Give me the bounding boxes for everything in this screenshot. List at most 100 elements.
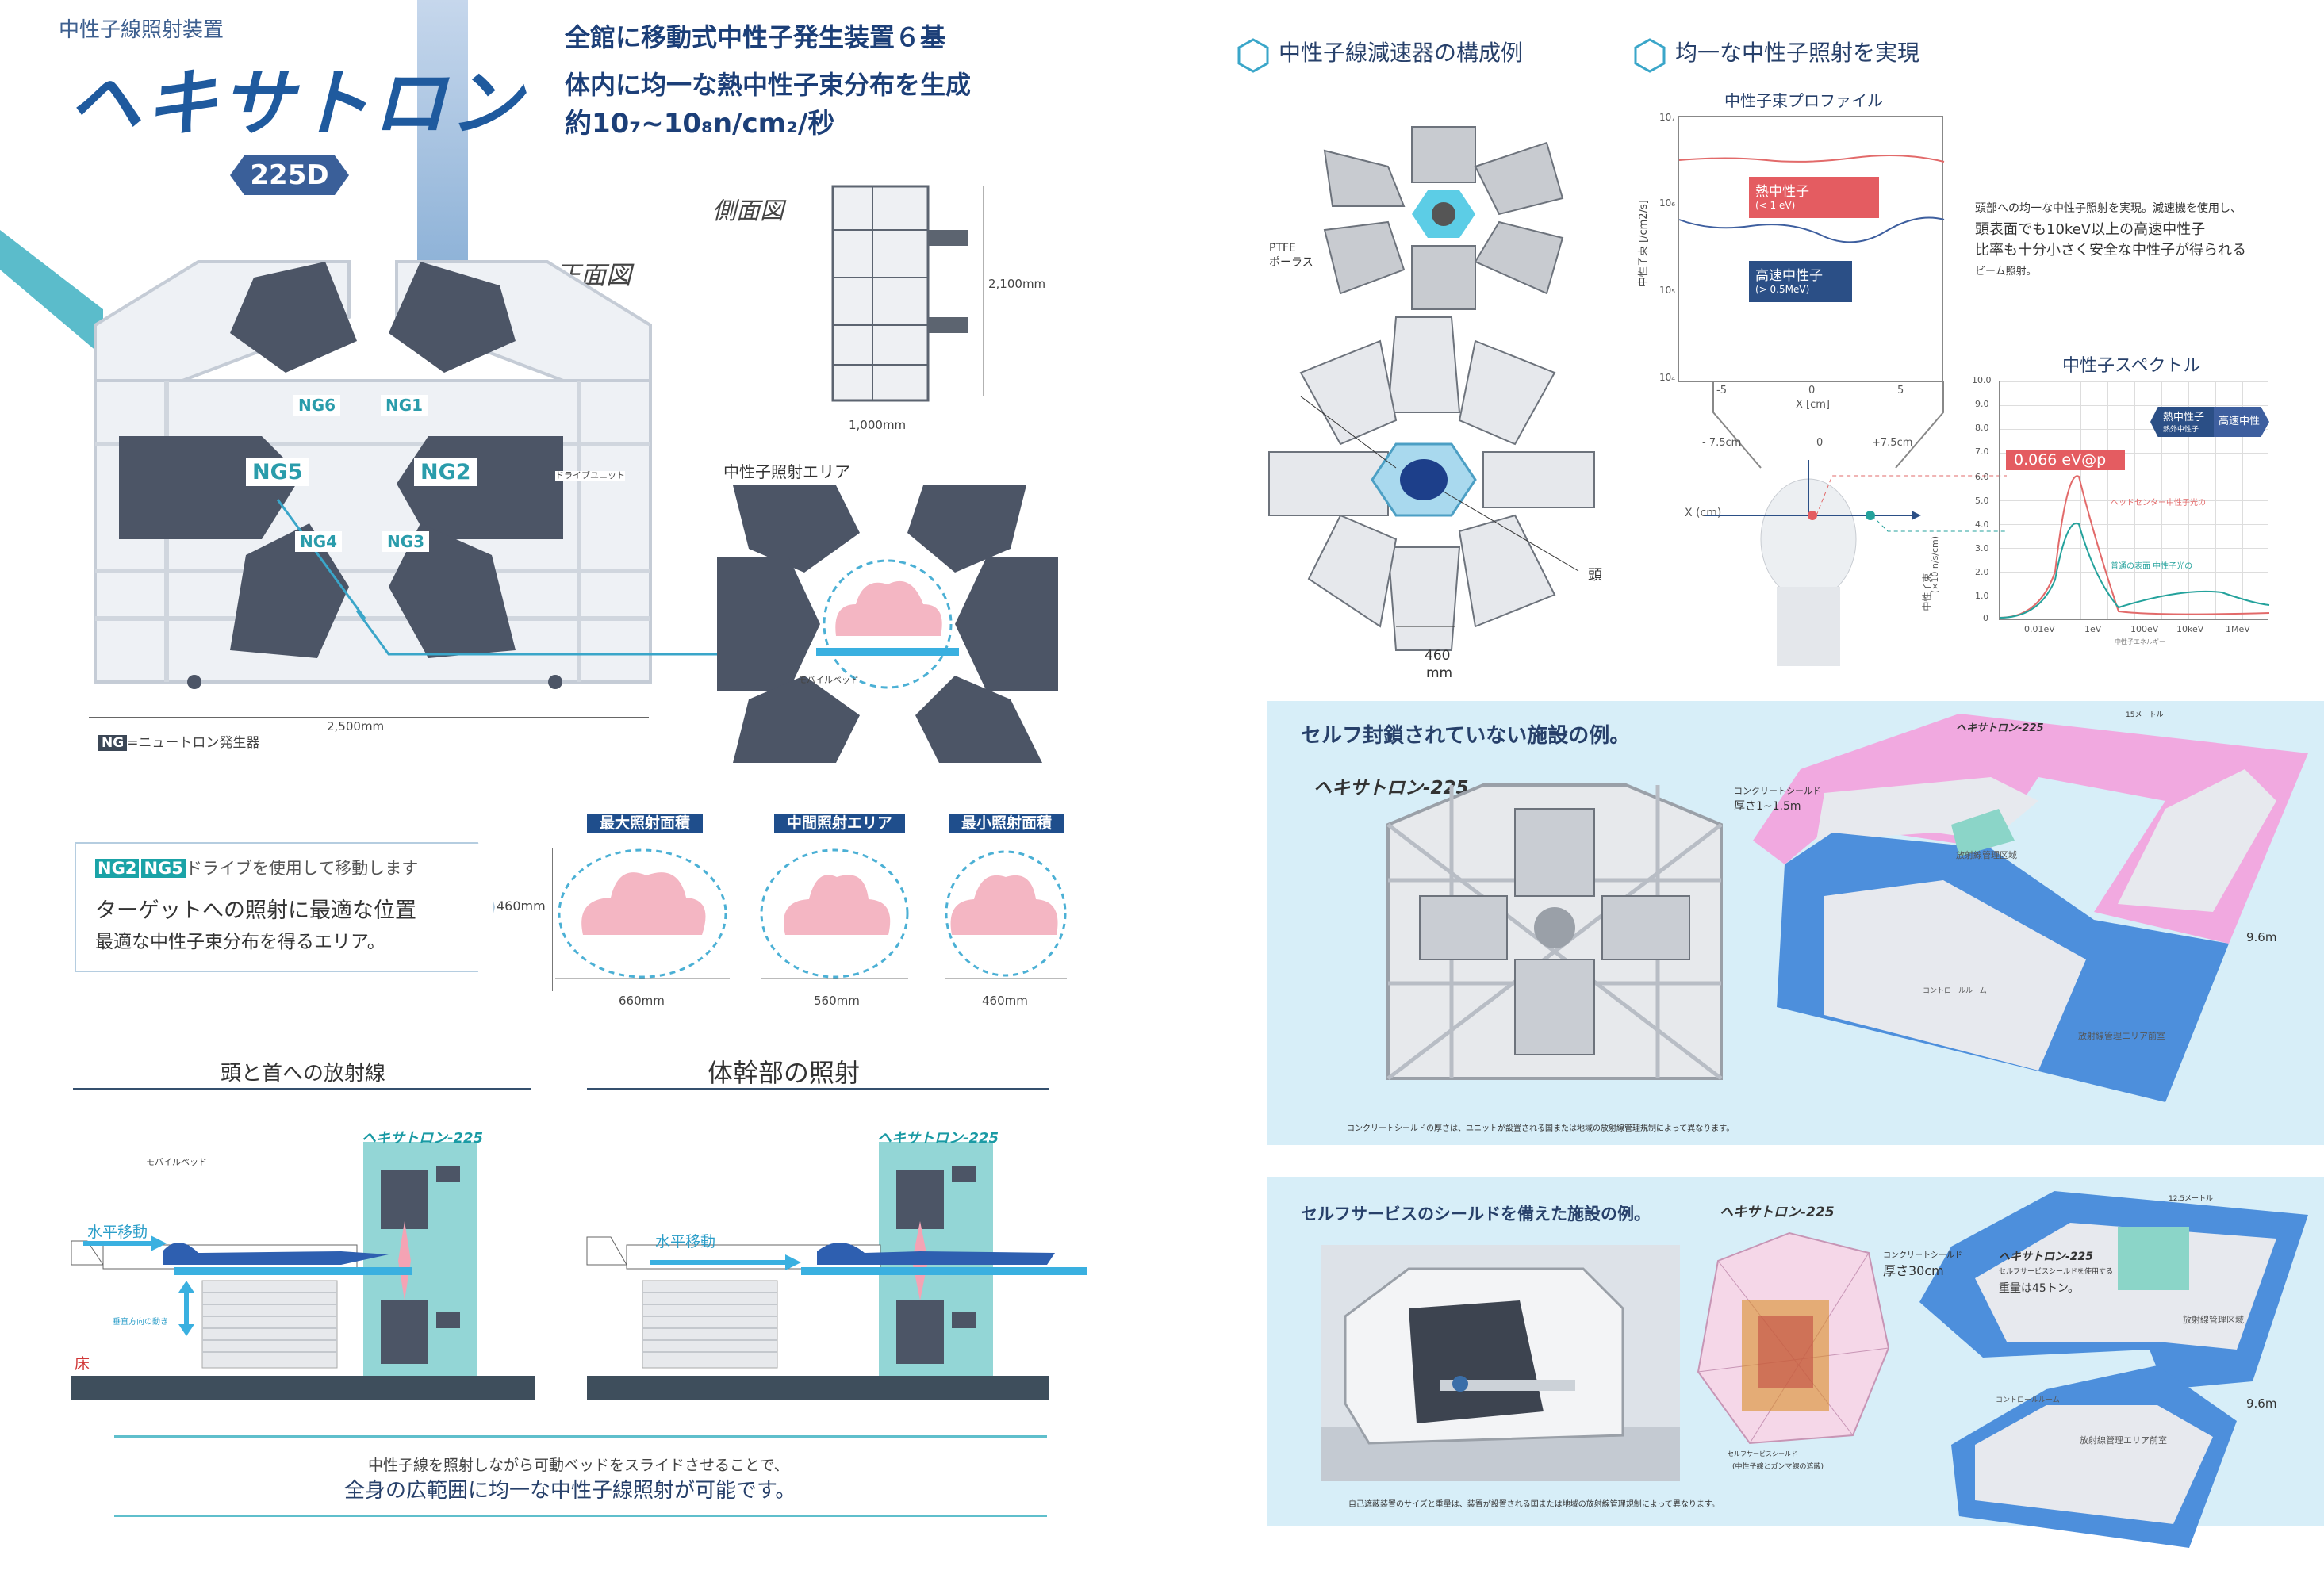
deco-stripe-vertical <box>417 0 468 262</box>
f2-dim-side: 9.6m <box>2246 1396 2277 1411</box>
irradiation-area-diagram <box>717 485 1058 763</box>
flux-xtick-1: 0 <box>1808 385 1816 396</box>
moderator-top-diagram <box>1323 126 1564 310</box>
area-label-min: 最小照射面積 <box>949 814 1065 833</box>
spectrum-plot: 0.066 eV@p 熱中性子 熱外中性子 高速中性子 ヘッドセンター中性子光の… <box>1999 381 2270 620</box>
footer-line2: 全身の広範囲に均一な中性子線照射が可能です。 <box>344 1479 796 1503</box>
drive-box-line2: ターゲットへの照射に最適な位置 <box>95 898 416 923</box>
head-neck-rule <box>73 1088 531 1090</box>
spec-xcaption: 中性子エネルギー <box>2115 638 2165 645</box>
spec-ytick-10: 0 <box>1983 613 1988 623</box>
flux-curves <box>1678 154 1945 243</box>
flux-plot: 熱中性子 (< 1 eV) 高速中性子 (> 0.5MeV) <box>1678 116 1945 382</box>
flux-ylabel: 中性子束 [/cm2/s] <box>1637 200 1650 288</box>
ng2-label: NG2 <box>414 458 477 486</box>
facility1-machine <box>1386 783 1723 1080</box>
f2-concrete: コンクリートシールド <box>1883 1251 1962 1260</box>
ng1-label: NG1 <box>381 395 428 416</box>
desc-line2: 頭表面でも10keV以上の高速中性子 <box>1975 221 2206 238</box>
spectrum-legend1: ヘッドセンター中性子光の <box>2111 499 2206 507</box>
hn-bed-label: モバイルベッド <box>146 1157 207 1167</box>
facility2-photo <box>1321 1245 1680 1481</box>
fast-arrow: 高速中性子 <box>2214 407 2269 437</box>
spec-ytick-6: 4.0 <box>1975 519 1989 530</box>
flux-title: 中性子束プロファイル <box>1724 91 1883 110</box>
spec-ytick-8: 2.0 <box>1975 567 1989 577</box>
fast-label: 高速中性子 <box>1755 268 1823 284</box>
f1-radiation-area: 放射線管理区域 <box>1956 850 2017 860</box>
drive-unit-label: ドライブユニット <box>555 470 625 481</box>
area-label-max: 最大照射面積 <box>587 814 704 833</box>
spectrum-legend2: 普通の表面 中性子光の <box>2111 562 2193 571</box>
moderator-title: 中性子線減速器の構成例 <box>1279 40 1524 66</box>
thermal-arrow-text: 熱中性子 <box>2163 412 2205 423</box>
spec-ytick-7: 3.0 <box>1975 543 1989 553</box>
thermal-label: 熱中性子 <box>1755 184 1809 200</box>
spec-ytick-9: 1.0 <box>1975 591 1989 601</box>
model-badge: 225D <box>230 155 349 195</box>
f2-dim-top: 12.5メートル <box>2169 1195 2214 1203</box>
trunk-rule <box>587 1088 1049 1090</box>
footer-line1: 中性子線を照射しながら可動ベッドをスライドさせることで、 <box>368 1457 789 1474</box>
hn-device-label: ヘキサトロン-225 <box>362 1130 484 1147</box>
ng5-label: NG5 <box>246 458 309 486</box>
f2-gamma: (中性子線とガンマ線の遮蔽) <box>1732 1463 1824 1471</box>
thermal-box: 熱中性子 (< 1 eV) <box>1749 177 1879 218</box>
headline-2: 体内に均一な熱中性子束分布を生成 <box>565 70 972 100</box>
fast-box: 高速中性子 (> 0.5MeV) <box>1749 261 1852 302</box>
flux-zero: 0 <box>1816 437 1824 449</box>
f2-front-room: 放射線管理エリア前室 <box>2080 1435 2167 1446</box>
flux-ytick-1: 10₆ <box>1659 197 1676 209</box>
f2-radiation-area: 放射線管理区域 <box>2183 1315 2244 1325</box>
deco-stripe-teal <box>0 230 103 357</box>
f1-inner-device: ヘキサトロン-225 <box>1956 722 2044 734</box>
side-view-title: 側面図 <box>712 197 784 225</box>
product-title: ヘキサトロン <box>68 61 526 146</box>
spec-ytick-2: 8.0 <box>1975 423 1989 433</box>
thermal-arrow-sub: 熱外中性子 <box>2163 426 2199 434</box>
f2-shield-note: セルフサービスシールドを使用する <box>1999 1268 2114 1276</box>
area-width-max: 660mm <box>619 994 665 1008</box>
zoom-lines <box>1712 381 1944 469</box>
front-view-diagram <box>94 260 738 689</box>
spec-ytick-1: 9.0 <box>1975 399 1989 409</box>
uniform-title: 均一な中性子照射を実現 <box>1675 40 1920 66</box>
flux-xtick-0: -5 <box>1716 385 1727 396</box>
hn-horizontal-label: 水平移動 <box>87 1224 148 1241</box>
spec-ylabel2: (×10 n/s/cm) <box>1930 535 1941 594</box>
drive-tag-ng2: NG2 <box>95 859 140 878</box>
hexagon-icon <box>1634 38 1666 73</box>
spec-ytick-5: 5.0 <box>1975 496 1989 506</box>
model-badge-text: 225D <box>250 159 329 191</box>
front-width-line <box>89 717 649 718</box>
f1-thickness: 厚さ1~1.5m <box>1734 800 1801 813</box>
facility1-note: コンクリートシールドの厚さは、ユニットが設置される国または地域の放射線管理規制に… <box>1347 1124 1735 1133</box>
hn-floor-label: 床 <box>75 1355 90 1373</box>
drive-tag-ng5: NG5 <box>141 859 186 878</box>
head-illustration <box>1705 460 2007 666</box>
flux-plus: +7.5cm <box>1872 437 1913 449</box>
facility2-room <box>1919 1191 2308 1548</box>
spec-xtick-1: 1eV <box>2084 624 2102 634</box>
area-label-mid: 中間照射エリア <box>774 814 906 833</box>
f2-self-label: セルフサービスシールド <box>1728 1450 1797 1457</box>
flux-minus: - 7.5cm <box>1702 437 1742 449</box>
ng4-label: NG4 <box>295 531 343 552</box>
moderator-width: 460 <box>1425 648 1451 664</box>
drive-box-line1-text: ドライブを使用して移動します <box>185 859 419 878</box>
moderator-unit: mm <box>1426 665 1453 681</box>
area-width-min: 460mm <box>982 994 1028 1008</box>
facility1-device: ヘキサトロン-225 <box>1313 778 1469 799</box>
drive-box-line3: 最適な中性子束分布を得るエリア。 <box>95 932 385 952</box>
spec-xtick-2: 100eV <box>2130 624 2159 634</box>
head-neck-title: 頭と首への放射線 <box>221 1062 386 1086</box>
ng3-label: NG3 <box>382 531 430 552</box>
flux-xlabel: X [cm] <box>1796 399 1830 411</box>
trunk-device-label: ヘキサトロン-225 <box>877 1130 999 1147</box>
spec-xtick-3: 10keV <box>2176 624 2204 634</box>
footer-rule-top <box>114 1435 1047 1438</box>
head-neck-diagram <box>71 1142 535 1400</box>
f1-concrete: コンクリートシールド <box>1734 786 1821 796</box>
spec-xtick-0: 0.01eV <box>2024 624 2055 634</box>
